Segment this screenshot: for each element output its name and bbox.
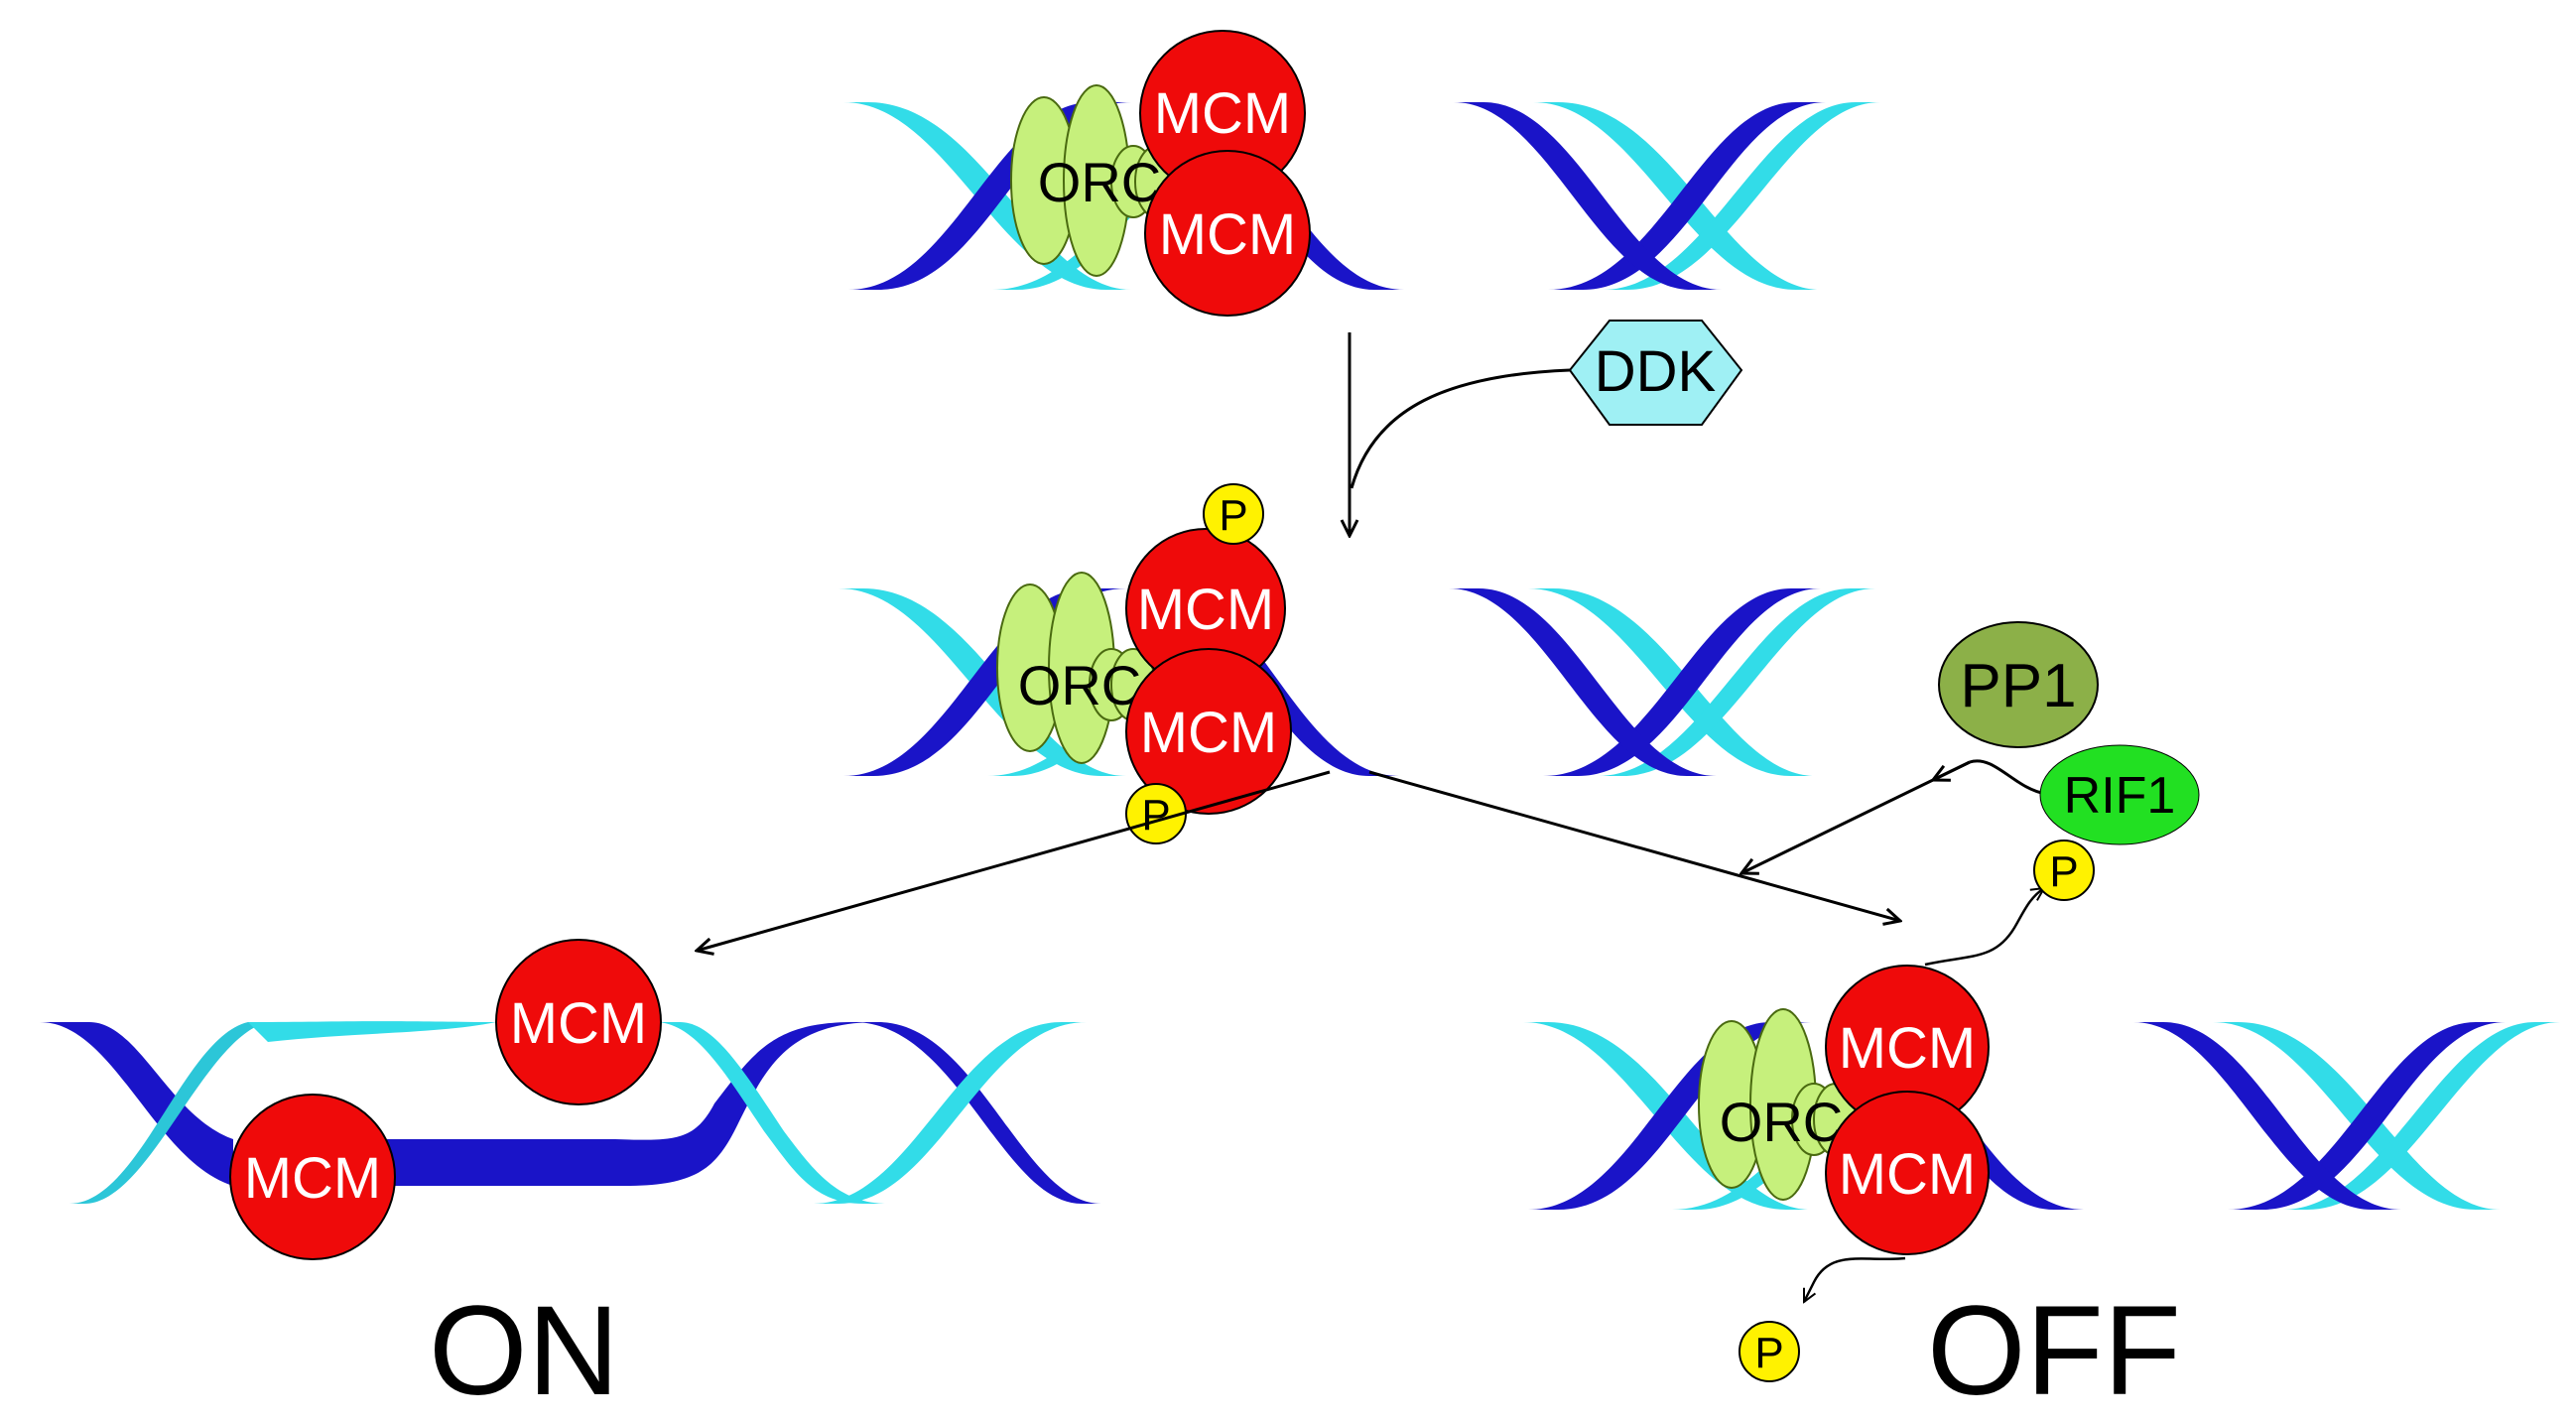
orc-label: ORC — [1018, 654, 1141, 716]
arrow-to-on — [697, 770, 1331, 951]
arrow-to-off — [1368, 770, 1900, 921]
mcm-label: MCM — [1137, 578, 1275, 642]
orc-complex: ORC — [1010, 84, 1180, 277]
on-label: ON — [429, 1280, 619, 1422]
phosphate-group: P — [1125, 783, 1187, 844]
phosphate-group: P — [1203, 483, 1264, 545]
dna-helix-off — [1523, 1022, 2560, 1210]
orc-label: ORC — [1720, 1091, 1843, 1153]
mcm-single-hexamer: MCM — [495, 939, 662, 1105]
rif1-label: RIF1 — [2064, 767, 2176, 825]
pp1-label: PP1 — [1960, 652, 2076, 720]
orc-label: ORC — [1038, 151, 1161, 213]
mcm-single-hexamer: MCM — [229, 1094, 396, 1260]
off-label: OFF — [1927, 1280, 2181, 1422]
ddk-arrow — [1350, 332, 1571, 536]
dna-unwound-on — [40, 1021, 1101, 1204]
mcm-label: MCM — [510, 991, 648, 1056]
dephosphorylation-arrows — [1802, 888, 2044, 1302]
phosphate-group: P — [2033, 840, 2095, 901]
pp1-phosphatase: PP1 — [1938, 621, 2099, 748]
rif1-pp1-inhibition-arrow — [1741, 759, 2047, 873]
mcm-label: MCM — [1159, 202, 1297, 267]
dna-helix-middle — [838, 588, 1875, 776]
mcm-double-hexamer: MCM MCM — [1139, 30, 1311, 317]
mcm-label: MCM — [1839, 1016, 1977, 1081]
phosphate-group: P — [1739, 1321, 1800, 1382]
phosphate-label: P — [1141, 791, 1170, 840]
orc-complex: ORC — [996, 572, 1156, 764]
mcm-label: MCM — [244, 1146, 382, 1211]
orc-complex: ORC — [1698, 1008, 1859, 1201]
rif1-protein: RIF1 — [2039, 744, 2200, 845]
phosphate-label: P — [1754, 1329, 1783, 1377]
mcm-double-hexamer-phosphorylated: MCM MCM — [1125, 528, 1292, 815]
mcm-label: MCM — [1154, 81, 1292, 146]
ddk-label: DDK — [1595, 339, 1717, 404]
phosphate-label: P — [2049, 847, 2078, 896]
mcm-label: MCM — [1140, 701, 1278, 765]
phosphate-label: P — [1219, 491, 1247, 540]
mcm-double-hexamer-dephosphorylated: MCM MCM — [1825, 965, 1990, 1255]
mcm-label: MCM — [1839, 1142, 1977, 1207]
dna-helix-top — [843, 102, 1880, 290]
ddk-kinase: DDK — [1568, 320, 1743, 426]
